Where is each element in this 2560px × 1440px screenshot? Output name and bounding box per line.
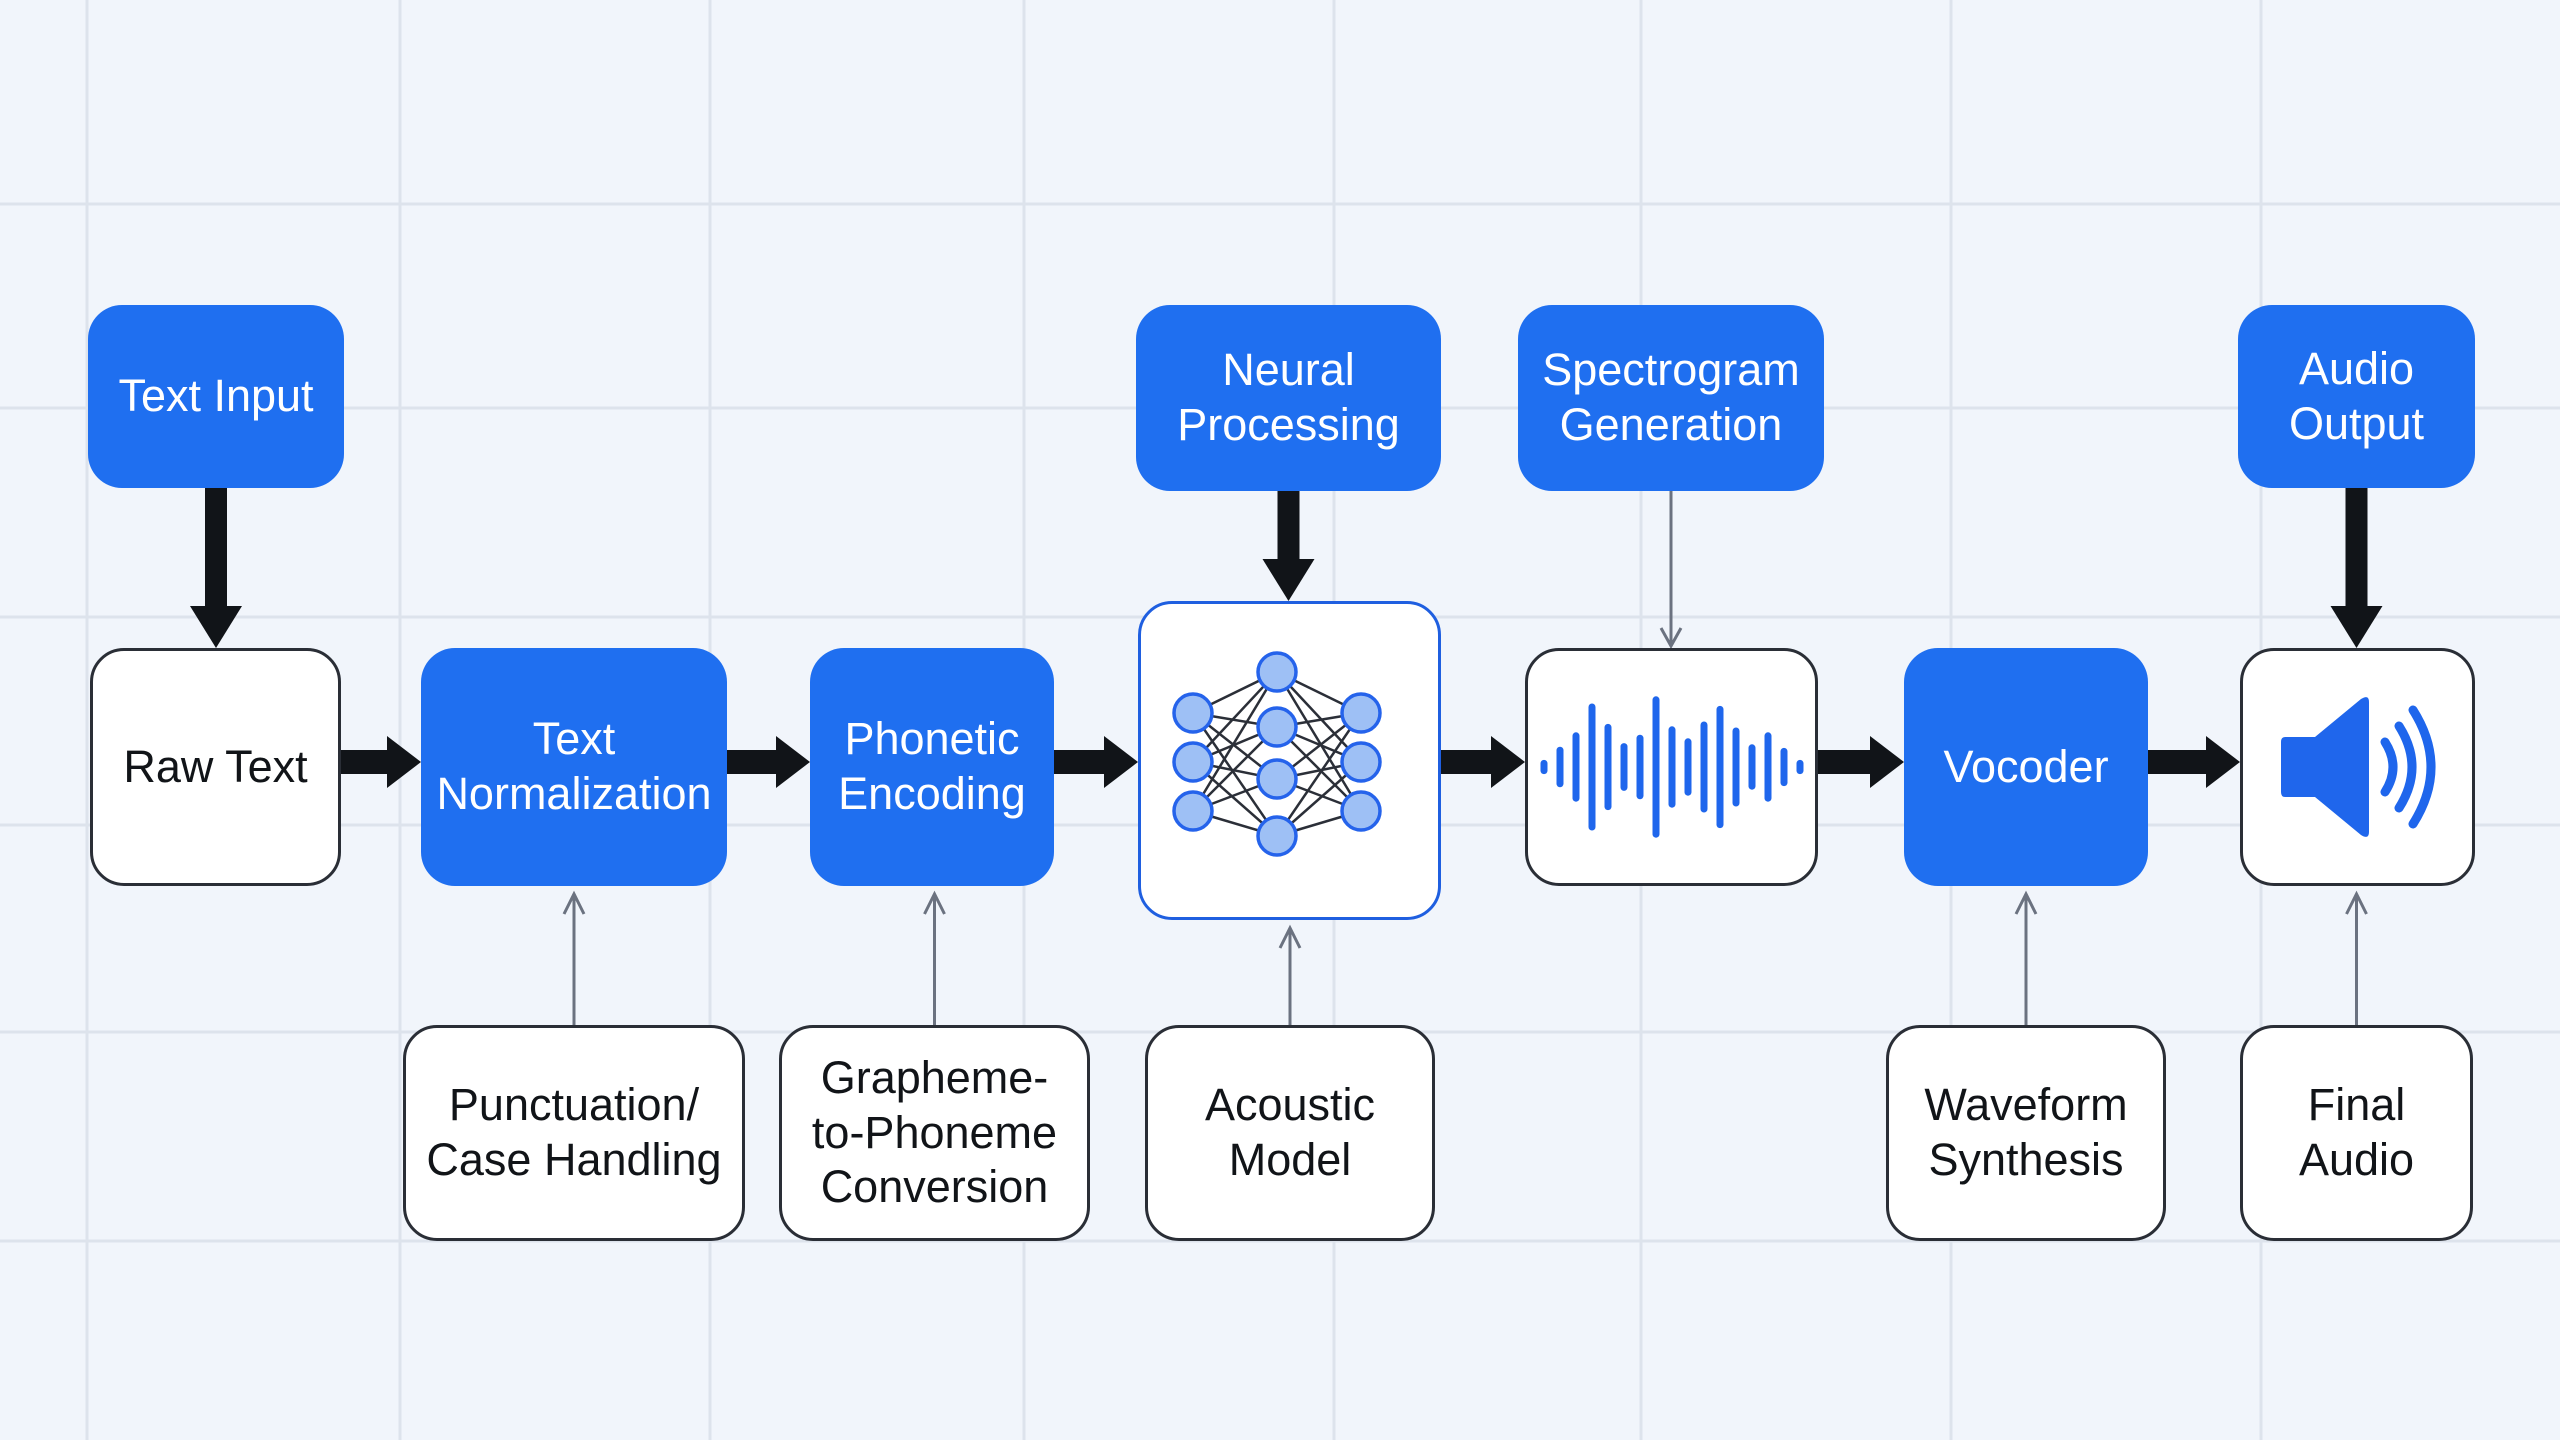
arrow-shaft xyxy=(341,750,391,774)
nn-neuron xyxy=(1255,705,1298,748)
arrow-head xyxy=(387,736,421,788)
arrow-raw-text-to-text-normalization xyxy=(341,736,421,788)
node-punctuation-case-handling[interactable]: Punctuation/ Case Handling xyxy=(403,1025,745,1241)
nn-neuron xyxy=(1339,789,1382,832)
arrow-head xyxy=(1278,924,1302,949)
node-spectrogram-generation[interactable]: Spectrogram Generation xyxy=(1518,305,1824,491)
arrow-shaft xyxy=(2148,750,2210,774)
arrow-acoustic-model-to-neural-network xyxy=(1278,924,1302,1025)
waveform-icon xyxy=(1540,696,1803,838)
node-text-input[interactable]: Text Input xyxy=(88,305,344,488)
speaker-icon xyxy=(2280,697,2435,837)
node-grapheme-to-phoneme[interactable]: Grapheme- to-Phoneme Conversion xyxy=(779,1025,1090,1241)
node-vocoder[interactable]: Vocoder xyxy=(1904,648,2148,886)
arrow-shaft xyxy=(205,488,227,608)
nn-neuron xyxy=(1255,814,1298,857)
node-acoustic-model[interactable]: Acoustic Model xyxy=(1145,1025,1435,1241)
nn-connection xyxy=(1191,711,1278,837)
node-raw-text[interactable]: Raw Text xyxy=(90,648,341,886)
nn-neuron xyxy=(1339,691,1382,734)
arrow-waveform-synthesis-to-vocoder xyxy=(2014,890,2038,1025)
nn-connection xyxy=(1275,711,1362,837)
arrow-audio-output-to-speaker xyxy=(2330,488,2383,648)
arrow-head xyxy=(1870,736,1904,788)
arrow-shaft xyxy=(1441,750,1495,774)
arrow-waveform-to-vocoder xyxy=(1818,736,1904,788)
node-phonetic-encoding[interactable]: Phonetic Encoding xyxy=(810,648,1054,886)
arrow-spectrogram-generation-to-waveform xyxy=(1659,491,1683,650)
nn-neuron xyxy=(1171,740,1214,783)
arrow-neural-network-to-waveform xyxy=(1441,736,1525,788)
sound-wave-large xyxy=(2408,705,2435,829)
nn-neuron xyxy=(1255,757,1298,800)
node-waveform[interactable] xyxy=(1525,648,1818,886)
arrow-head xyxy=(190,606,242,648)
arrow-text-normalization-to-phonetic-encoding xyxy=(727,736,810,788)
nn-neuron xyxy=(1339,740,1382,783)
arrow-neural-processing-to-neural-network xyxy=(1262,491,1315,601)
arrow-grapheme-to-phoneme-to-phonetic-encoding xyxy=(923,890,946,1025)
nn-connection xyxy=(1191,670,1278,812)
arrow-head xyxy=(2345,890,2368,915)
nn-neuron xyxy=(1255,650,1298,693)
arrow-phonetic-encoding-to-neural-network xyxy=(1054,736,1138,788)
arrow-head xyxy=(1104,736,1138,788)
node-audio-output[interactable]: Audio Output xyxy=(2238,305,2475,488)
node-waveform-synthesis[interactable]: Waveform Synthesis xyxy=(1886,1025,2166,1241)
sound-wave-medium xyxy=(2394,721,2416,813)
arrow-shaft xyxy=(1818,750,1874,774)
node-neural-network[interactable] xyxy=(1138,601,1441,920)
arrow-head xyxy=(2014,890,2038,915)
arrow-head xyxy=(923,890,946,915)
node-text-normalization[interactable]: Text Normalization xyxy=(421,648,727,886)
arrow-head xyxy=(1262,559,1315,601)
arrow-punctuation-case-handling-to-text-normalization xyxy=(562,890,586,1025)
arrow-head xyxy=(1491,736,1525,788)
nn-connection xyxy=(1275,670,1362,812)
arrow-head xyxy=(776,736,810,788)
arrow-final-audio-to-speaker xyxy=(2345,890,2368,1025)
arrow-shaft xyxy=(2345,488,2368,608)
neural-network-icon xyxy=(1171,650,1382,857)
arrow-shaft xyxy=(1277,491,1300,561)
nn-neuron xyxy=(1171,691,1214,734)
node-neural-processing[interactable]: Neural Processing xyxy=(1136,305,1441,491)
speaker-cone xyxy=(2280,697,2369,837)
arrow-text-input-to-raw-text xyxy=(190,488,242,648)
arrow-head xyxy=(2206,736,2240,788)
arrow-head xyxy=(2330,606,2383,648)
arrow-shaft xyxy=(727,750,780,774)
arrow-head xyxy=(562,890,586,915)
nn-neuron xyxy=(1171,789,1214,832)
arrow-vocoder-to-speaker xyxy=(2148,736,2240,788)
arrow-head xyxy=(1659,627,1683,650)
arrow-shaft xyxy=(1054,750,1108,774)
node-final-audio[interactable]: Final Audio xyxy=(2240,1025,2473,1241)
sound-wave-small xyxy=(2380,737,2397,797)
node-speaker[interactable] xyxy=(2240,648,2475,886)
